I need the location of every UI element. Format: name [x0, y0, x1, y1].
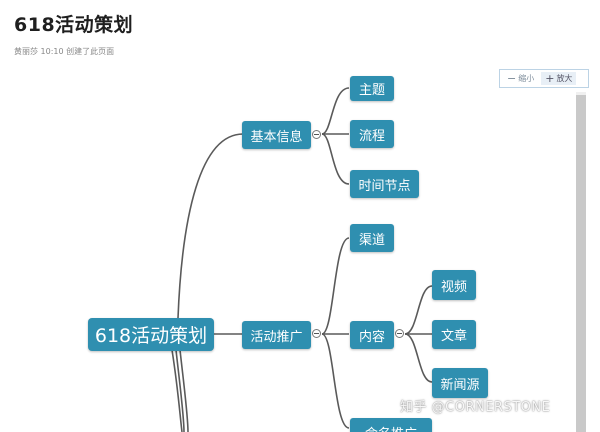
- link-root-basic: [177, 133, 244, 319]
- vertical-scrollbar-thumb[interactable]: [576, 95, 586, 432]
- link-root-tail-3: [179, 349, 189, 432]
- node-promotion[interactable]: 活动推广: [242, 321, 311, 349]
- link-basic-theme: [321, 87, 350, 135]
- zoom-in-button[interactable]: + 放大: [541, 72, 577, 85]
- node-press[interactable]: 新闻源: [432, 368, 488, 398]
- mindmap-canvas[interactable]: 618活动策划 基本信息 主题 流程 时间节点 活动推广 渠道 内容 视频 文章…: [0, 66, 600, 432]
- plus-icon: +: [545, 72, 555, 85]
- node-content[interactable]: 内容: [350, 321, 394, 349]
- watermark: 知乎 @CORNERSTONE: [400, 400, 551, 415]
- node-theme[interactable]: 主题: [350, 76, 394, 101]
- zoom-out-button[interactable]: − 缩小: [503, 72, 538, 85]
- collapse-basic-info-icon[interactable]: [312, 130, 321, 139]
- node-basic-info[interactable]: 基本信息: [242, 121, 311, 149]
- minus-icon: −: [507, 72, 517, 85]
- link-basic-timeline: [321, 133, 350, 185]
- link-root-tail-1: [175, 349, 185, 432]
- link-content-press: [404, 333, 433, 383]
- link-content-video: [404, 285, 433, 335]
- zoom-controls: − 缩小 + 放大: [499, 69, 589, 88]
- page-meta: 黄丽莎 10:10 创建了此页面: [14, 47, 115, 56]
- link-promo-channel: [321, 237, 350, 335]
- node-article[interactable]: 文章: [432, 320, 476, 349]
- link-root-tail-2: [171, 349, 183, 432]
- zoom-out-label: 缩小: [518, 74, 535, 83]
- link-promo-partial: [321, 333, 350, 429]
- page-title: 618活动策划: [14, 14, 134, 36]
- node-partial[interactable]: 命名推广: [350, 418, 432, 432]
- node-channel[interactable]: 渠道: [350, 224, 394, 252]
- node-timeline[interactable]: 时间节点: [350, 170, 419, 198]
- collapse-content-icon[interactable]: [395, 329, 404, 338]
- node-root[interactable]: 618活动策划: [88, 318, 214, 351]
- zoom-in-label: 放大: [556, 74, 573, 83]
- node-video[interactable]: 视频: [432, 270, 476, 300]
- collapse-promotion-icon[interactable]: [312, 329, 321, 338]
- node-process[interactable]: 流程: [350, 120, 394, 148]
- mindmap-links: [171, 87, 433, 432]
